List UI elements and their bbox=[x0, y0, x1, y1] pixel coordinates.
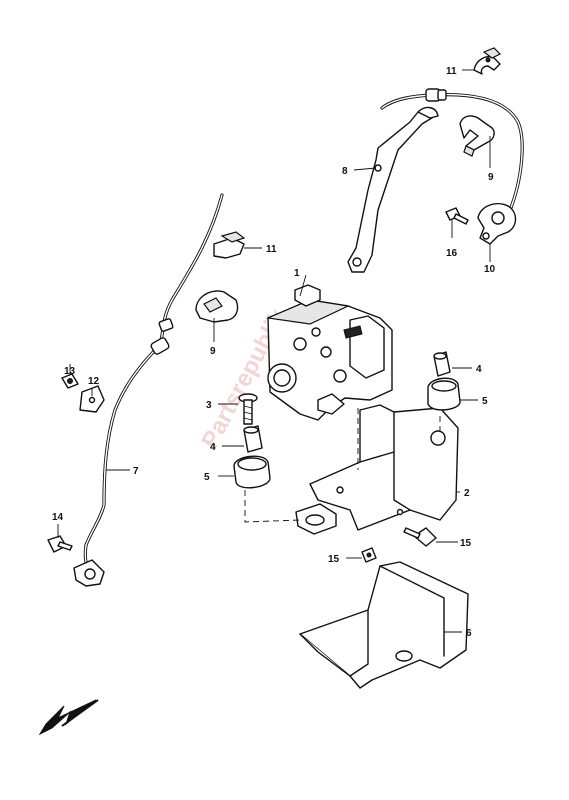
abs-mounting-bracket bbox=[295, 404, 459, 535]
front-wheel-sensor-wire bbox=[380, 88, 524, 212]
grommet-right bbox=[427, 377, 461, 411]
callout-16: 16 bbox=[446, 248, 458, 259]
callout-5-left: 5 bbox=[204, 472, 210, 483]
bolt-left-upper bbox=[61, 373, 79, 389]
callout-5-right: 5 bbox=[482, 396, 488, 407]
callout-8: 8 bbox=[342, 166, 348, 177]
callout-15-lower: 15 bbox=[328, 554, 340, 565]
callout-6: 6 bbox=[466, 628, 472, 639]
abs-hydraulic-unit bbox=[265, 284, 393, 421]
callout-4-right: 4 bbox=[476, 364, 482, 375]
callout-15-right: 15 bbox=[460, 538, 472, 549]
sensor-wire-bracket bbox=[347, 106, 439, 273]
grommet-left bbox=[233, 455, 271, 489]
front-direction-arrow-icon bbox=[38, 699, 99, 736]
callout-4-left: 4 bbox=[210, 442, 216, 453]
clamp-upper-right bbox=[473, 47, 502, 75]
spacer-left bbox=[243, 425, 263, 453]
rear-sensor bbox=[73, 559, 105, 587]
wheel-speed-sensor bbox=[477, 202, 517, 245]
callout-10: 10 bbox=[484, 264, 496, 275]
callout-7: 7 bbox=[133, 466, 139, 477]
bolt-abs-mount bbox=[238, 393, 258, 425]
callout-9-left: 9 bbox=[210, 346, 216, 357]
callout-11-left: 11 bbox=[266, 244, 277, 255]
clamp-left-lower bbox=[195, 290, 239, 323]
callout-13: 13 bbox=[64, 366, 76, 377]
assembly-line-left bbox=[244, 490, 301, 523]
callout-9-right: 9 bbox=[488, 172, 494, 183]
bolt-sensor bbox=[445, 207, 469, 225]
callout-14: 14 bbox=[52, 512, 64, 523]
leader-lines bbox=[57, 69, 491, 633]
bolt-bracket-lower bbox=[361, 547, 377, 563]
bolt-left-lower bbox=[47, 535, 73, 553]
clamp-right bbox=[459, 115, 495, 157]
spacer-right bbox=[433, 351, 451, 377]
callout-1: 1 bbox=[294, 268, 300, 279]
callout-2: 2 bbox=[464, 488, 470, 499]
connector-bracket-left bbox=[79, 385, 105, 413]
callout-3: 3 bbox=[206, 400, 212, 411]
abs-cover bbox=[299, 561, 469, 689]
callout-11-upper: 11 bbox=[446, 66, 457, 77]
bolt-bracket-right bbox=[403, 527, 437, 547]
callout-12: 12 bbox=[88, 376, 100, 387]
clamp-left-upper bbox=[213, 231, 246, 259]
sensor-wire-left bbox=[83, 193, 224, 577]
